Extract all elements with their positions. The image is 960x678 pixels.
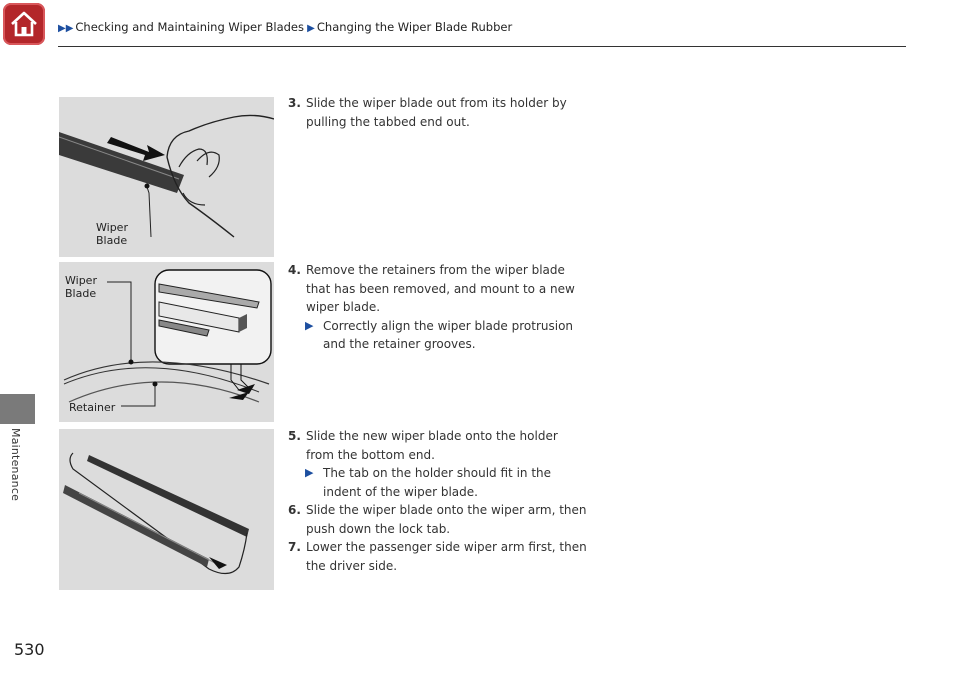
step-number: 3. (288, 96, 301, 110)
wiper-blade-callout: Wiper Blade (65, 274, 97, 300)
step-3-block: 3. Slide the wiper blade out from its ho… (288, 94, 588, 131)
note-text: Correctly align the wiper blade protrusi… (323, 318, 574, 352)
note-text: The tab on the holder should fit in the … (323, 466, 552, 499)
breadcrumb-arrow-icon: ▶▶ (58, 23, 74, 34)
step-number: 4. (288, 263, 301, 277)
page-number: 530 (14, 640, 45, 659)
step-4-note: ▶ Correctly align the wiper blade protru… (288, 317, 588, 354)
breadcrumb-arrow-icon: ▶ (304, 23, 315, 34)
wiper-removal-illustration (59, 114, 274, 238)
section-tab-marker (0, 394, 35, 424)
header-divider (58, 46, 906, 47)
figure-retainer-mount: Wiper Blade Retainer (59, 262, 274, 422)
home-button[interactable] (3, 3, 45, 45)
step-7: 7. Lower the passenger side wiper arm fi… (288, 538, 588, 575)
step-number: 6. (288, 503, 301, 517)
breadcrumb-link-wiper-blades[interactable]: Checking and Maintaining Wiper Blades (75, 20, 304, 34)
callout-line: Blade (96, 234, 128, 247)
step-number: 7. (288, 540, 301, 554)
breadcrumb-current-page: Changing the Wiper Blade Rubber (316, 20, 513, 34)
callout-line: Wiper (65, 274, 97, 287)
step-text: Remove the retainers from the wiper blad… (306, 263, 575, 314)
step-5-note: ▶ The tab on the holder should fit in th… (288, 464, 588, 501)
step-number: 5. (288, 429, 301, 443)
step-text: Slide the new wiper blade onto the holde… (306, 429, 558, 462)
figure-wiper-removal: Wiper Blade (59, 97, 274, 257)
breadcrumb: ▶▶Checking and Maintaining Wiper Blades … (58, 20, 512, 34)
section-label: Maintenance (9, 428, 22, 502)
wiper-blade-callout: Wiper Blade (96, 221, 128, 247)
step-4: 4. Remove the retainers from the wiper b… (288, 261, 588, 317)
callout-line: Blade (65, 287, 97, 300)
step-3: 3. Slide the wiper blade out from its ho… (288, 94, 588, 131)
figure-new-blade (59, 429, 274, 590)
steps-5-7-block: 5. Slide the new wiper blade onto the ho… (288, 427, 588, 575)
retainer-mount-illustration (63, 269, 272, 407)
step-6: 6. Slide the wiper blade onto the wiper … (288, 501, 588, 538)
callout-line: Wiper (96, 221, 128, 234)
step-text: Lower the passenger side wiper arm first… (306, 540, 587, 573)
step-text: Slide the wiper blade out from its holde… (306, 96, 567, 129)
new-blade-illustration (63, 452, 249, 575)
step-5: 5. Slide the new wiper blade onto the ho… (288, 427, 588, 464)
home-icon (11, 11, 37, 37)
retainer-callout: Retainer (69, 401, 116, 414)
note-arrow-icon: ▶ (305, 318, 314, 332)
note-arrow-icon: ▶ (305, 466, 314, 479)
step-text: Slide the wiper blade onto the wiper arm… (306, 503, 587, 536)
step-4-block: 4. Remove the retainers from the wiper b… (288, 261, 588, 354)
